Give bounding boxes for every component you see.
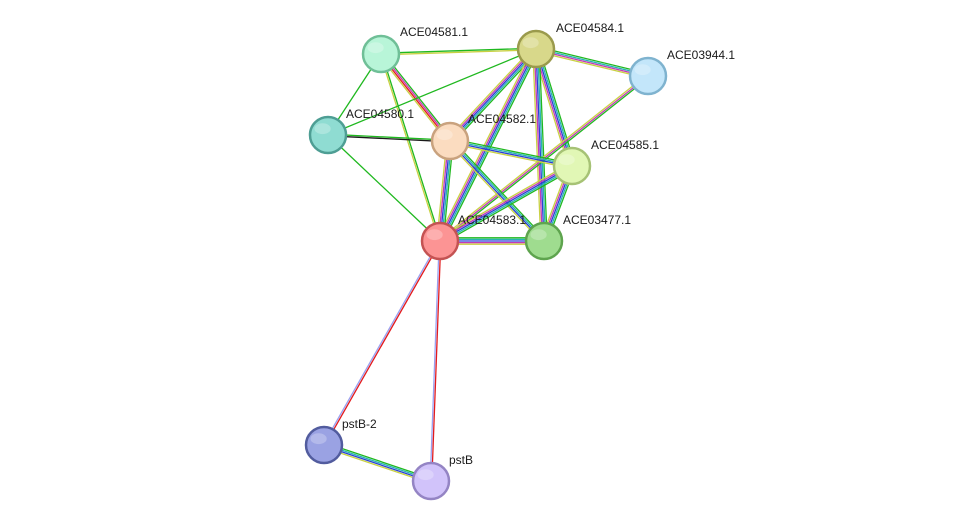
- edge-evidence-neighborhood: [327, 134, 441, 242]
- edge-evidence-homology: [429, 240, 440, 481]
- node-label: pstB: [449, 453, 473, 467]
- node-ACE04584.1[interactable]: ACE04584.1: [516, 21, 624, 69]
- edge-evidence-experimental: [437, 47, 536, 241]
- node-label: ACE04582.1: [468, 112, 536, 126]
- edge-evidence-database: [440, 166, 574, 243]
- edge-ACE04582.1-ACE04585.1[interactable]: [449, 138, 573, 169]
- edge-evidence-cooccurrence: [535, 48, 545, 242]
- edge-evidence-neighborhood: [538, 47, 576, 166]
- edge-evidence-experimental: [533, 49, 544, 242]
- edge-evidence-textmining: [532, 49, 542, 242]
- edge-evidence-textmining: [381, 49, 537, 56]
- edge-evidence-database: [450, 139, 573, 166]
- node-label: ACE04580.1: [346, 107, 414, 121]
- edge-evidence-experimental: [438, 164, 572, 241]
- edge-evidence-cooccurrence: [449, 48, 537, 142]
- edge-evidence-cooccurrence: [448, 141, 544, 242]
- node-label: ACE04584.1: [556, 21, 624, 35]
- node-circle[interactable]: [420, 221, 460, 261]
- edge-evidence-database: [450, 49, 538, 143]
- edge-evidence-coexpression: [327, 135, 450, 143]
- edge-evidence-database: [440, 49, 539, 243]
- node-pstB-2[interactable]: pstB-2: [304, 417, 377, 465]
- node-highlight: [522, 37, 539, 49]
- edge-evidence-database: [536, 48, 575, 166]
- edge-evidence-neighborhood: [538, 48, 548, 241]
- edge-evidence-neighborhood: [441, 168, 574, 245]
- edge-evidence-experimental: [439, 75, 649, 242]
- node-highlight: [436, 129, 453, 141]
- edge-ACE04583.1-pstB-2[interactable]: [322, 240, 442, 446]
- node-ACE04581.1[interactable]: ACE04581.1: [361, 25, 468, 74]
- edge-evidence-database: [450, 140, 546, 241]
- edge-evidence-neighborhood: [328, 133, 451, 141]
- edge-evidence-experimental: [448, 47, 536, 141]
- edge-evidence-neighborhood: [451, 138, 547, 240]
- node-highlight: [367, 42, 384, 54]
- node-label: ACE04583.1: [458, 213, 526, 227]
- edge-ACE04581.1-ACE04583.1[interactable]: [379, 53, 442, 242]
- node-layer: ACE04581.1 ACE04584.1ACE03944.1ACE04580.1…: [304, 21, 735, 501]
- edge-evidence-textmining: [447, 46, 535, 140]
- edge-evidence-fusion: [431, 241, 442, 482]
- node-highlight: [417, 469, 434, 481]
- node-ACE04585.1[interactable]: ACE04585.1: [552, 138, 659, 186]
- node-circle[interactable]: [524, 221, 564, 261]
- node-highlight: [634, 64, 651, 76]
- edge-evidence-textmining: [535, 50, 648, 79]
- edge-ACE04584.1-ACE04580.1[interactable]: [327, 48, 537, 136]
- edge-ACE04583.1-pstB[interactable]: [429, 240, 442, 482]
- node-label: ACE04585.1: [591, 138, 659, 152]
- edge-ACE04581.1-ACE04584.1[interactable]: [380, 47, 537, 56]
- node-circle[interactable]: [411, 461, 451, 501]
- node-ACE03477.1[interactable]: ACE03477.1: [524, 213, 631, 261]
- edge-ACE04585.1-ACE04583.1[interactable]: [438, 162, 574, 245]
- node-highlight: [530, 229, 547, 241]
- edge-evidence-cooccurrence: [535, 48, 573, 167]
- edge-evidence-textmining: [438, 162, 571, 239]
- edge-evidence-textmining: [447, 142, 543, 244]
- edge-evidence-neighborhood: [536, 46, 649, 75]
- edge-ACE04580.1-ACE04583.1[interactable]: [327, 134, 441, 242]
- node-highlight: [426, 229, 443, 241]
- node-ACE04580.1[interactable]: ACE04580.1: [308, 107, 414, 155]
- node-circle[interactable]: [430, 121, 470, 161]
- node-label: ACE03944.1: [667, 48, 735, 62]
- edge-ACE04584.1-ACE04582.1[interactable]: [447, 46, 539, 144]
- node-ACE04583.1[interactable]: ACE04583.1: [420, 213, 526, 261]
- edge-evidence-neighborhood: [380, 47, 536, 54]
- node-highlight: [310, 433, 327, 445]
- node-circle[interactable]: [552, 146, 592, 186]
- edge-evidence-neighborhood: [381, 53, 442, 241]
- edge-ACE04582.1-ACE03477.1[interactable]: [447, 138, 547, 244]
- edge-evidence-textmining: [449, 142, 572, 169]
- node-circle[interactable]: [628, 56, 668, 96]
- edge-evidence-fusion: [324, 241, 442, 446]
- edge-evidence-database: [536, 48, 547, 241]
- edge-evidence-cooccurrence: [439, 165, 573, 242]
- node-pstB[interactable]: pstB: [411, 453, 473, 501]
- edge-ACE04584.1-ACE03477.1[interactable]: [532, 48, 548, 242]
- edge-evidence-homology: [322, 240, 440, 445]
- node-label: pstB-2: [342, 417, 377, 431]
- node-ACE03944.1[interactable]: ACE03944.1: [628, 48, 735, 96]
- node-highlight: [314, 123, 331, 135]
- node-label: ACE03477.1: [563, 213, 631, 227]
- edge-evidence-textmining: [436, 47, 534, 240]
- edge-evidence-cooccurrence: [439, 48, 537, 242]
- node-highlight: [558, 154, 575, 166]
- edge-evidence-textmining: [379, 54, 440, 242]
- node-label: ACE04581.1: [400, 25, 468, 39]
- node-circle[interactable]: [308, 115, 348, 155]
- edge-evidence-neighborhood: [327, 48, 537, 136]
- node-circle[interactable]: [361, 34, 401, 74]
- edge-evidence-cooccurrence: [449, 141, 572, 168]
- edge-evidence-neighborhood: [450, 138, 573, 165]
- node-circle[interactable]: [516, 29, 556, 69]
- node-ACE04582.1[interactable]: ACE04582.1: [430, 112, 536, 161]
- edge-ACE04580.1-ACE04582.1[interactable]: [327, 133, 451, 143]
- node-circle[interactable]: [304, 425, 344, 465]
